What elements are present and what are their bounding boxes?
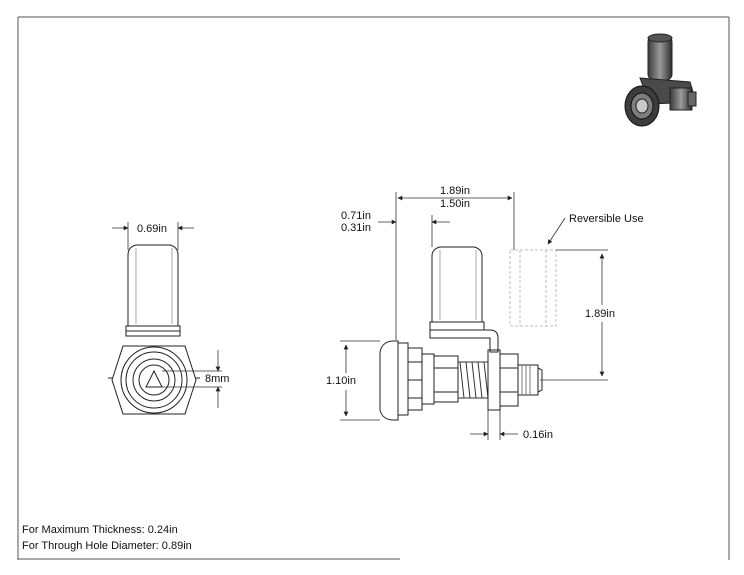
bezel bbox=[379, 340, 399, 421]
front-width-label: 0.69in bbox=[137, 223, 167, 235]
overall-length-label: 1.89in bbox=[440, 185, 470, 197]
key-dimension-label: 8mm bbox=[205, 373, 229, 385]
reversible-leader bbox=[547, 217, 566, 245]
through-hole-note: For Through Hole Diameter: 0.89in bbox=[22, 540, 192, 552]
cam-height-label: 1.89in bbox=[585, 308, 615, 320]
front-width-dimension bbox=[112, 222, 194, 250]
reversible-label: Reversible Use bbox=[569, 213, 644, 225]
offset-label-1: 0.71in bbox=[341, 210, 371, 222]
height-label: 1.10in bbox=[326, 375, 356, 387]
length-label-2: 1.50in bbox=[440, 198, 470, 210]
drawing-frame bbox=[17, 16, 730, 560]
offset-label-2: 0.31in bbox=[341, 222, 371, 234]
overall-length-dimension bbox=[378, 192, 515, 340]
side-view bbox=[379, 246, 543, 421]
reversible-ghost bbox=[509, 249, 557, 327]
bracket bbox=[429, 329, 499, 353]
triangle-key bbox=[145, 369, 163, 388]
front-view bbox=[108, 244, 200, 415]
cam-body bbox=[127, 244, 179, 327]
hex-nut bbox=[111, 345, 197, 415]
max-thickness-note: For Maximum Thickness: 0.24in bbox=[22, 524, 178, 536]
isometric-thumbnail bbox=[624, 33, 697, 127]
side-cam bbox=[431, 246, 483, 323]
cam-height-dimension bbox=[540, 249, 608, 381]
thread-dimension bbox=[470, 410, 518, 440]
spring bbox=[458, 361, 489, 399]
key-dimension bbox=[162, 350, 222, 408]
thread-label: 0.16in bbox=[523, 429, 553, 441]
height-dimension bbox=[340, 340, 380, 421]
